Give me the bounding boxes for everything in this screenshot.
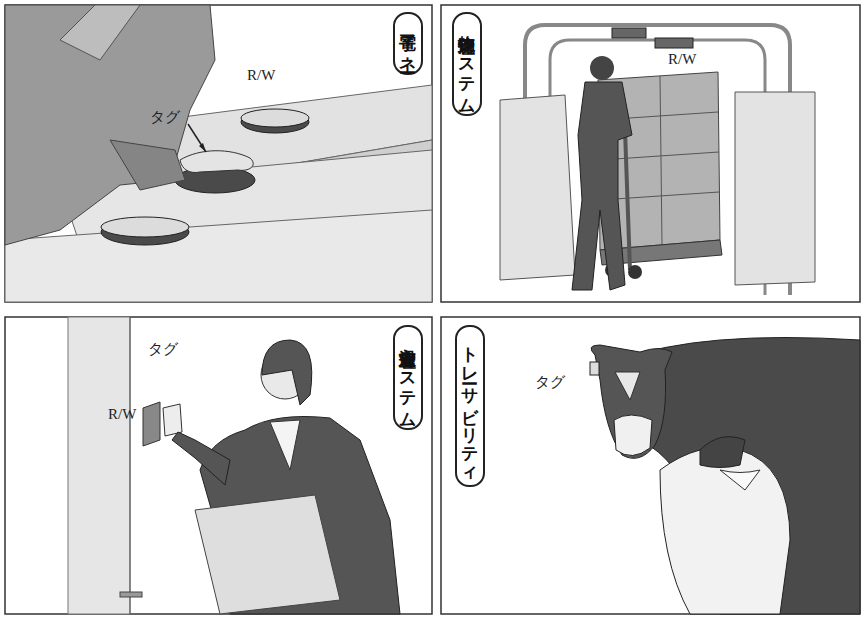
callout-label: R/W xyxy=(108,405,136,423)
leader-line xyxy=(188,124,206,152)
arrow-head xyxy=(199,143,206,152)
calf xyxy=(660,448,790,615)
callout-label: タグ xyxy=(535,373,565,391)
door-frame xyxy=(68,317,130,614)
box-seam xyxy=(660,76,662,245)
folder xyxy=(195,495,340,614)
vertical-label-box: 入退室管理システム xyxy=(393,325,423,430)
vertical-label-box: 物流管理システム xyxy=(452,12,482,116)
panel-frame xyxy=(441,317,860,614)
hand xyxy=(180,151,253,173)
callout-label: タグ xyxy=(150,108,180,126)
panel-frame xyxy=(5,5,432,302)
door-scene xyxy=(68,317,400,614)
vertical-label-box: トレーサビリティ xyxy=(455,325,485,487)
jack-handle xyxy=(625,130,630,270)
person-arm xyxy=(5,5,253,245)
panel-title: トレーサビリティ xyxy=(460,335,480,477)
gate-panel xyxy=(735,92,815,285)
hair xyxy=(262,340,312,405)
reader-pad xyxy=(101,217,189,237)
worker-body xyxy=(572,82,632,290)
worker-head xyxy=(590,56,614,80)
callout-label: R/W xyxy=(247,66,275,84)
panel-title: 物流管理システム xyxy=(457,22,477,106)
panel-frame xyxy=(441,5,860,302)
panel-frame xyxy=(5,317,432,614)
sleeve xyxy=(110,140,185,190)
reader-antenna xyxy=(612,28,646,38)
ear-tag xyxy=(590,362,599,375)
door-handle xyxy=(120,592,142,597)
cow-blaze xyxy=(615,372,640,400)
collar xyxy=(270,420,300,470)
cattle xyxy=(590,338,860,615)
card-reader xyxy=(143,402,160,446)
reader-antenna xyxy=(655,38,693,48)
gate-panel xyxy=(500,95,575,280)
arm xyxy=(172,432,230,485)
wheel xyxy=(628,265,642,279)
panel-title: 入退室管理システム xyxy=(398,335,418,420)
vertical-label-box: 電子マネー xyxy=(393,12,423,75)
id-card xyxy=(163,404,182,436)
coat xyxy=(5,5,215,245)
logistics-gate xyxy=(500,25,815,295)
callout-label: R/W xyxy=(668,50,696,68)
gate-arch xyxy=(550,40,765,295)
calf-head xyxy=(700,437,745,468)
reader-pad xyxy=(241,109,309,127)
coat-lapel xyxy=(60,5,140,60)
panel-title: 電子マネー xyxy=(398,22,418,65)
door-edge xyxy=(130,317,131,614)
calf-tag xyxy=(720,470,760,490)
cow-muzzle xyxy=(614,415,652,456)
callout-label: タグ xyxy=(148,340,178,358)
cow-head xyxy=(591,345,672,458)
